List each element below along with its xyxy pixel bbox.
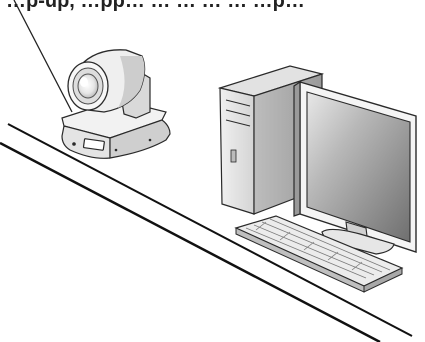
tower-drive-bay-2 [225, 109, 251, 117]
camera-screw [114, 148, 118, 152]
camera-base-side [109, 119, 171, 159]
monitor-bezel-side [293, 80, 301, 217]
tower-power-button [230, 149, 237, 163]
camera-indicator-led [72, 142, 76, 146]
tower-drive-bay-1 [225, 99, 251, 107]
ptz-camera [61, 49, 171, 159]
shelf-edge-lower [0, 141, 381, 342]
monitor-screen [306, 91, 411, 243]
camera-base-slot [82, 138, 105, 151]
keyboard-side-edge [363, 267, 403, 293]
cropped-caption-text: …p-up, …pp… … … … … …p… [6, 0, 305, 12]
tower-drive-bay-3 [225, 119, 251, 127]
keyboard-keys [245, 218, 391, 279]
shelf-edge-upper [7, 123, 413, 337]
camera-screw-2 [148, 138, 152, 142]
monitor [293, 80, 417, 255]
camera-lens-glass [77, 73, 99, 99]
pointer-line [13, 0, 73, 113]
shelf [0, 123, 413, 342]
keyboard [234, 215, 404, 293]
camera-head-shade [118, 56, 145, 108]
tower-front [219, 87, 255, 215]
camera-lens-highlight [80, 77, 88, 87]
